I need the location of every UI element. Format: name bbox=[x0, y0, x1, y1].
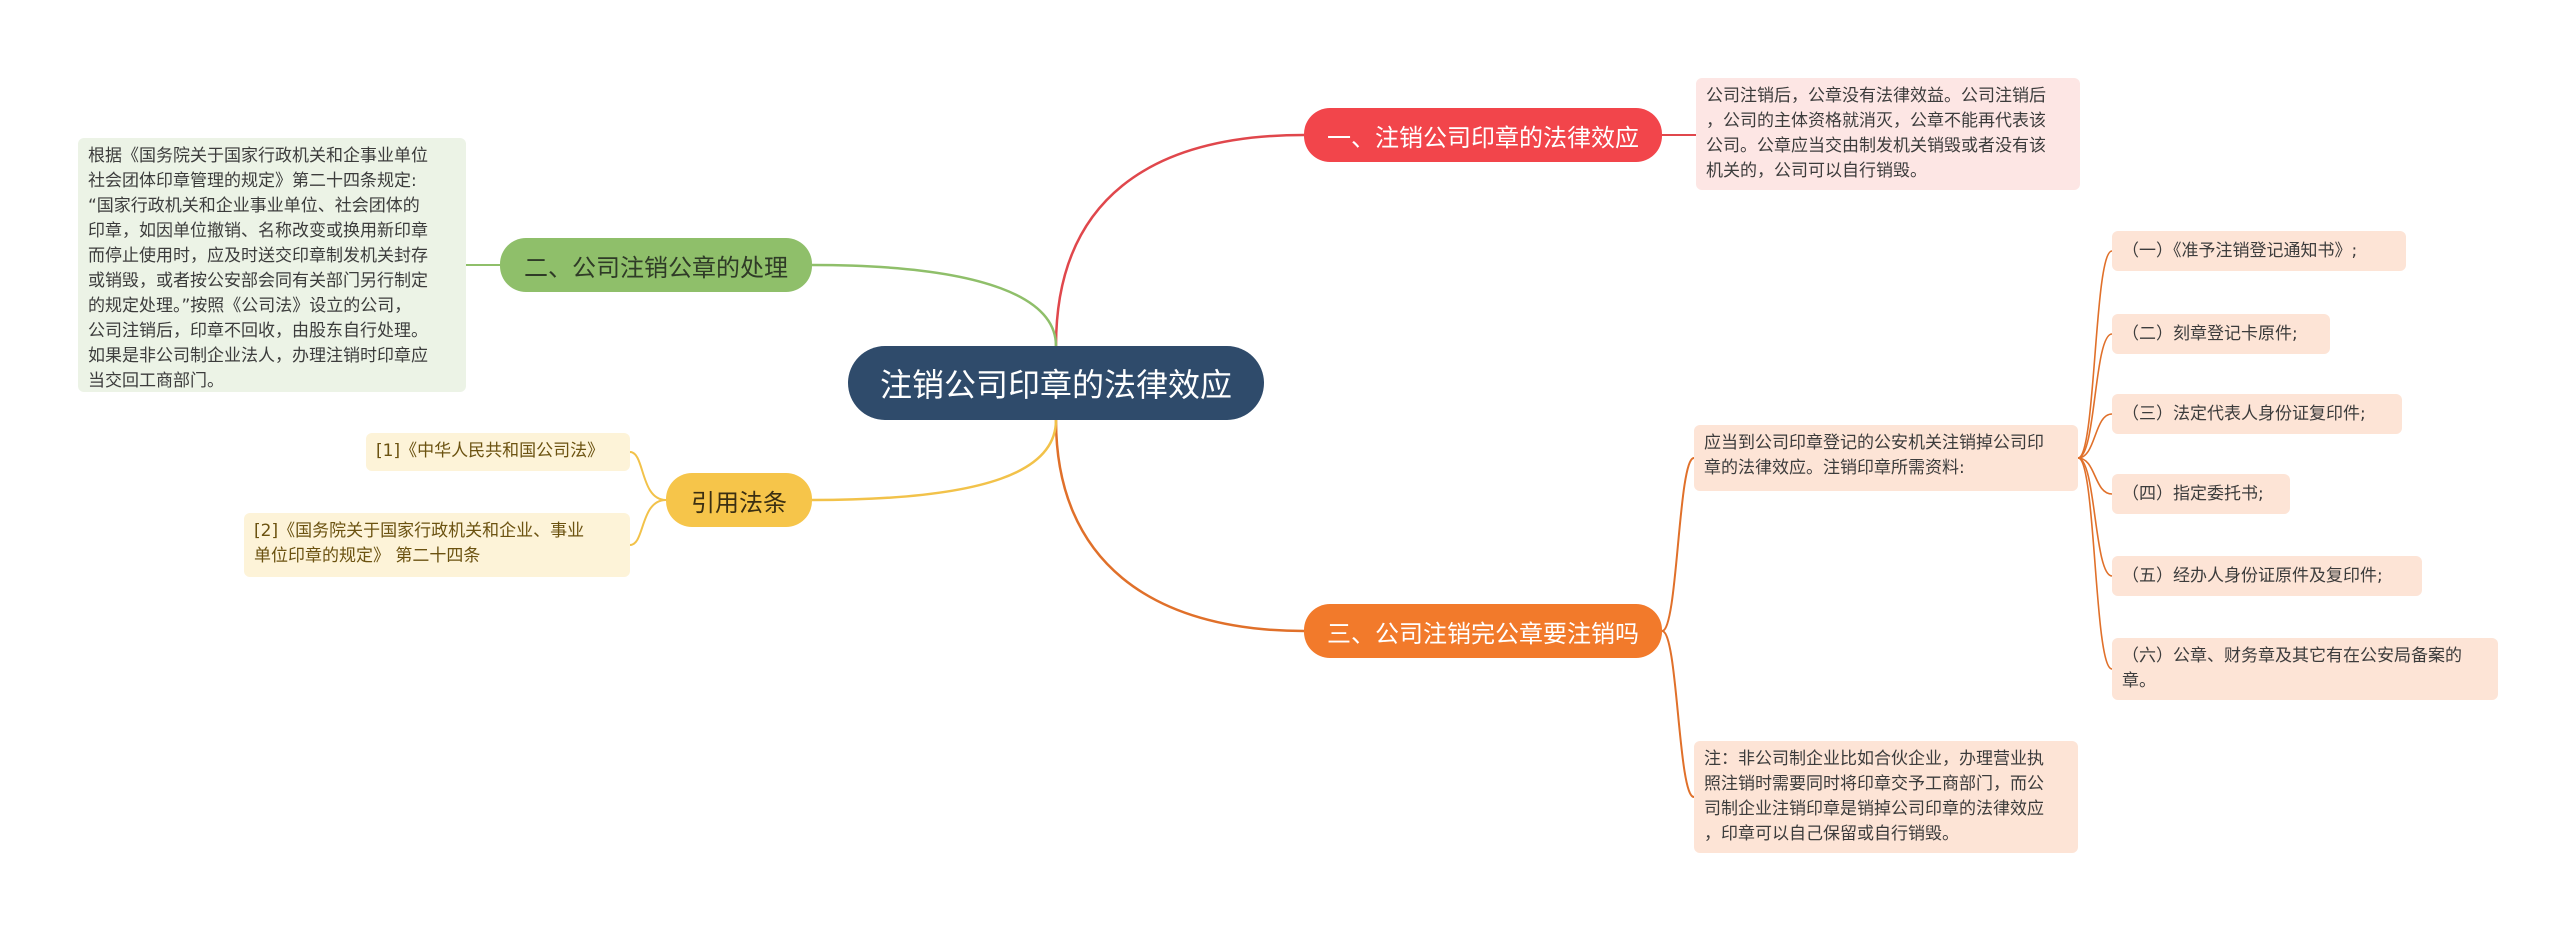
material-item-5: （五）经办人身份证原件及复印件; bbox=[2112, 556, 2422, 596]
material-item-3: （三）法定代表人身份证复印件; bbox=[2112, 394, 2402, 434]
branch-legal-effect[interactable]: 一、注销公司印章的法律效应 bbox=[1304, 108, 1662, 162]
branch-cancel-seal[interactable]: 三、公司注销完公章要注销吗 bbox=[1304, 604, 1662, 658]
branch-seal-handling[interactable]: 二、公司注销公章的处理 bbox=[500, 238, 812, 292]
reference-item-2: [2]《国务院关于国家行政机关和企业、事业 单位印章的规定》 第二十四条 bbox=[244, 513, 630, 577]
note-legal-effect: 公司注销后，公章没有法律效益。公司注销后 ，公司的主体资格就消灭，公章不能再代表… bbox=[1696, 78, 2080, 190]
root-topic[interactable]: 注销公司印章的法律效应 bbox=[848, 346, 1264, 420]
reference-item-1: [1]《中华人民共和国公司法》 bbox=[366, 433, 630, 471]
note-cancel-intro: 应当到公司印章登记的公安机关注销掉公司印 章的法律效应。注销印章所需资料: bbox=[1694, 425, 2078, 491]
material-item-2: （二）刻章登记卡原件; bbox=[2112, 314, 2330, 354]
branch-references[interactable]: 引用法条 bbox=[666, 473, 812, 527]
material-item-1: （一）《准予注销登记通知书》; bbox=[2112, 231, 2406, 271]
note-seal-handling: 根据《国务院关于国家行政机关和企事业单位 社会团体印章管理的规定》第二十四条规定… bbox=[78, 138, 466, 392]
note-cancel-remark: 注：非公司制企业比如合伙企业，办理营业执 照注销时需要同时将印章交予工商部门，而… bbox=[1694, 741, 2078, 853]
material-item-6: （六）公章、财务章及其它有在公安局备案的 章。 bbox=[2112, 638, 2498, 700]
material-item-4: （四）指定委托书; bbox=[2112, 474, 2290, 514]
